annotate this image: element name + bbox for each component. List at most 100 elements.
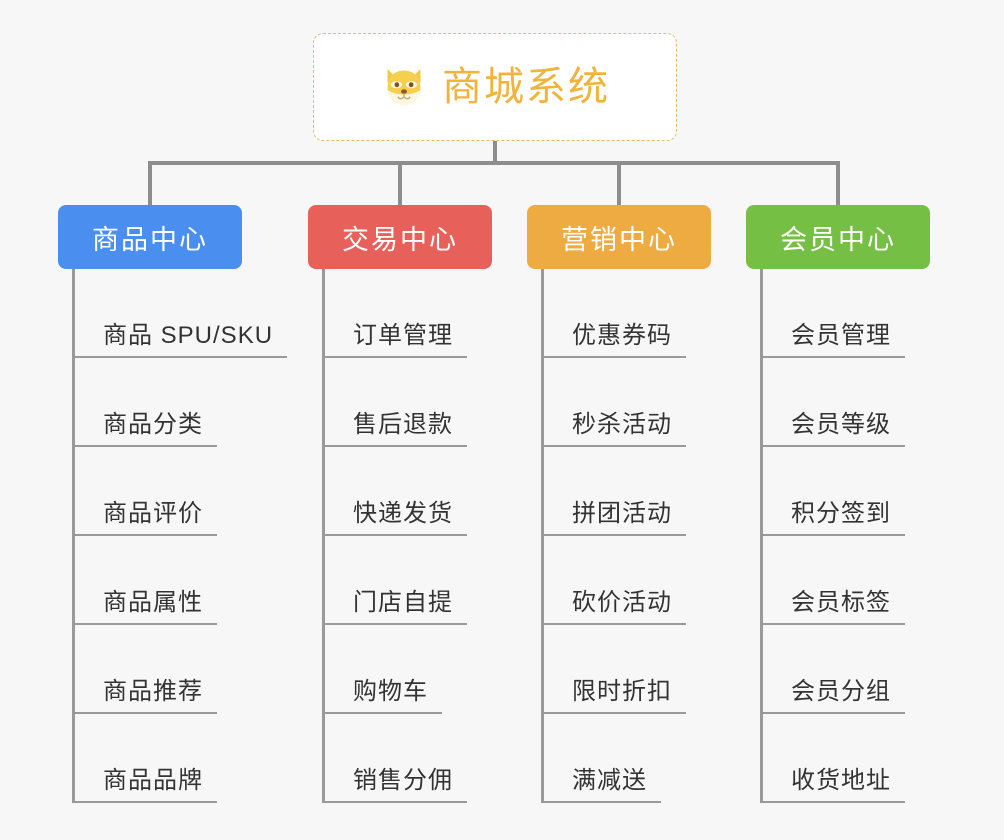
leaf-item-label: 商品推荐	[103, 678, 203, 706]
leaf-item-label: 限时折扣	[572, 678, 672, 706]
leaf-item-label: 门店自提	[353, 589, 453, 617]
leaf-item[interactable]: 秒杀活动	[544, 358, 711, 447]
root-title: 商城系统	[442, 65, 610, 109]
leaf-item-underline: 门店自提	[325, 589, 467, 625]
column-body: 订单管理售后退款快递发货门店自提购物车销售分佣	[322, 269, 492, 803]
leaf-item[interactable]: 收货地址	[763, 714, 930, 803]
leaf-item[interactable]: 商品评价	[75, 447, 242, 536]
leaf-item[interactable]: 门店自提	[325, 536, 492, 625]
category-header-label: 商品中心	[92, 224, 208, 255]
leaf-item[interactable]: 拼团活动	[544, 447, 711, 536]
category-header-label: 营销中心	[561, 224, 677, 255]
category-header-label: 会员中心	[780, 224, 896, 255]
column-body: 会员管理会员等级积分签到会员标签会员分组收货地址	[760, 269, 930, 803]
column-spine	[322, 269, 325, 803]
category-header[interactable]: 会员中心	[746, 205, 930, 269]
connector-stem	[493, 141, 497, 164]
leaf-item-label: 商品分类	[103, 411, 203, 439]
connector-drop-1	[148, 161, 152, 205]
leaf-item-label: 售后退款	[353, 411, 453, 439]
leaf-item-underline: 售后退款	[325, 411, 467, 447]
leaf-item-label: 销售分佣	[353, 767, 453, 795]
leaf-item-label: 收货地址	[791, 767, 891, 795]
leaf-item-label: 积分签到	[791, 500, 891, 528]
leaf-item-label: 会员等级	[791, 411, 891, 439]
leaf-item-underline: 商品 SPU/SKU	[75, 322, 288, 358]
leaf-item-label: 商品 SPU/SKU	[103, 322, 274, 350]
leaf-item[interactable]: 商品推荐	[75, 625, 242, 714]
leaf-item[interactable]: 销售分佣	[325, 714, 492, 803]
leaf-item[interactable]: 会员分组	[763, 625, 930, 714]
leaf-item[interactable]: 售后退款	[325, 358, 492, 447]
leaf-item-label: 购物车	[353, 678, 428, 706]
leaf-item-underline: 购物车	[325, 678, 442, 714]
leaf-list: 订单管理售后退款快递发货门店自提购物车销售分佣	[322, 269, 492, 803]
leaf-item-underline: 快递发货	[325, 500, 467, 536]
leaf-item-underline: 积分签到	[763, 500, 905, 536]
leaf-item-underline: 商品品牌	[75, 767, 217, 803]
leaf-item[interactable]: 优惠券码	[544, 269, 711, 358]
root-node[interactable]: 商城系统	[313, 33, 677, 141]
leaf-item-label: 优惠券码	[572, 322, 672, 350]
leaf-item-label: 会员管理	[791, 322, 891, 350]
connector-drop-3	[617, 161, 621, 205]
leaf-item-label: 商品属性	[103, 589, 203, 617]
category-header[interactable]: 营销中心	[527, 205, 711, 269]
leaf-item-label: 满减送	[572, 767, 647, 795]
leaf-item[interactable]: 商品 SPU/SKU	[75, 269, 288, 358]
category-header[interactable]: 商品中心	[58, 205, 242, 269]
leaf-item-underline: 收货地址	[763, 767, 905, 803]
leaf-item[interactable]: 商品品牌	[75, 714, 242, 803]
leaf-item-underline: 满减送	[544, 767, 661, 803]
leaf-item-underline: 订单管理	[325, 322, 467, 358]
column-spine	[72, 269, 75, 803]
category-column: 营销中心优惠券码秒杀活动拼团活动砍价活动限时折扣满减送	[527, 205, 711, 803]
leaf-list: 优惠券码秒杀活动拼团活动砍价活动限时折扣满减送	[541, 269, 711, 803]
column-spine	[541, 269, 544, 803]
leaf-item-label: 会员标签	[791, 589, 891, 617]
category-column: 商品中心商品 SPU/SKU 商品分类商品评价商品属性商品推荐商品品牌	[58, 205, 288, 803]
category-header-label: 交易中心	[342, 224, 458, 255]
leaf-item[interactable]: 商品属性	[75, 536, 242, 625]
leaf-item-label: 秒杀活动	[572, 411, 672, 439]
leaf-item-underline: 限时折扣	[544, 678, 686, 714]
leaf-item[interactable]: 会员管理	[763, 269, 930, 358]
leaf-item-label: 会员分组	[791, 678, 891, 706]
leaf-item[interactable]: 积分签到	[763, 447, 930, 536]
leaf-item[interactable]: 会员标签	[763, 536, 930, 625]
shiba-dog-icon	[387, 69, 421, 105]
category-header[interactable]: 交易中心	[308, 205, 492, 269]
connector-drop-4	[836, 161, 840, 205]
leaf-item-underline: 拼团活动	[544, 500, 686, 536]
leaf-item-underline: 商品评价	[75, 500, 217, 536]
leaf-item-label: 商品评价	[103, 500, 203, 528]
leaf-item-underline: 会员管理	[763, 322, 905, 358]
leaf-item[interactable]: 商品分类	[75, 358, 242, 447]
column-body: 商品 SPU/SKU 商品分类商品评价商品属性商品推荐商品品牌	[72, 269, 288, 803]
leaf-item[interactable]: 订单管理	[325, 269, 492, 358]
leaf-item-label: 砍价活动	[572, 589, 672, 617]
leaf-item-underline: 秒杀活动	[544, 411, 686, 447]
leaf-item-label: 商品品牌	[103, 767, 203, 795]
category-column: 交易中心订单管理售后退款快递发货门店自提购物车销售分佣	[308, 205, 492, 803]
leaf-item[interactable]: 快递发货	[325, 447, 492, 536]
leaf-item[interactable]: 限时折扣	[544, 625, 711, 714]
leaf-item[interactable]: 会员等级	[763, 358, 930, 447]
connector-bus	[148, 161, 840, 165]
leaf-item-underline: 会员分组	[763, 678, 905, 714]
connector-drop-2	[398, 161, 402, 205]
leaf-item[interactable]: 满减送	[544, 714, 711, 803]
leaf-item-underline: 砍价活动	[544, 589, 686, 625]
leaf-item-label: 快递发货	[353, 500, 453, 528]
leaf-item-underline: 商品分类	[75, 411, 217, 447]
leaf-item-label: 订单管理	[353, 322, 453, 350]
category-column: 会员中心会员管理会员等级积分签到会员标签会员分组收货地址	[746, 205, 930, 803]
leaf-item-label: 拼团活动	[572, 500, 672, 528]
column-spine	[760, 269, 763, 803]
column-body: 优惠券码秒杀活动拼团活动砍价活动限时折扣满减送	[541, 269, 711, 803]
leaf-item-underline: 商品推荐	[75, 678, 217, 714]
leaf-item-underline: 商品属性	[75, 589, 217, 625]
leaf-item[interactable]: 购物车	[325, 625, 492, 714]
leaf-item[interactable]: 砍价活动	[544, 536, 711, 625]
